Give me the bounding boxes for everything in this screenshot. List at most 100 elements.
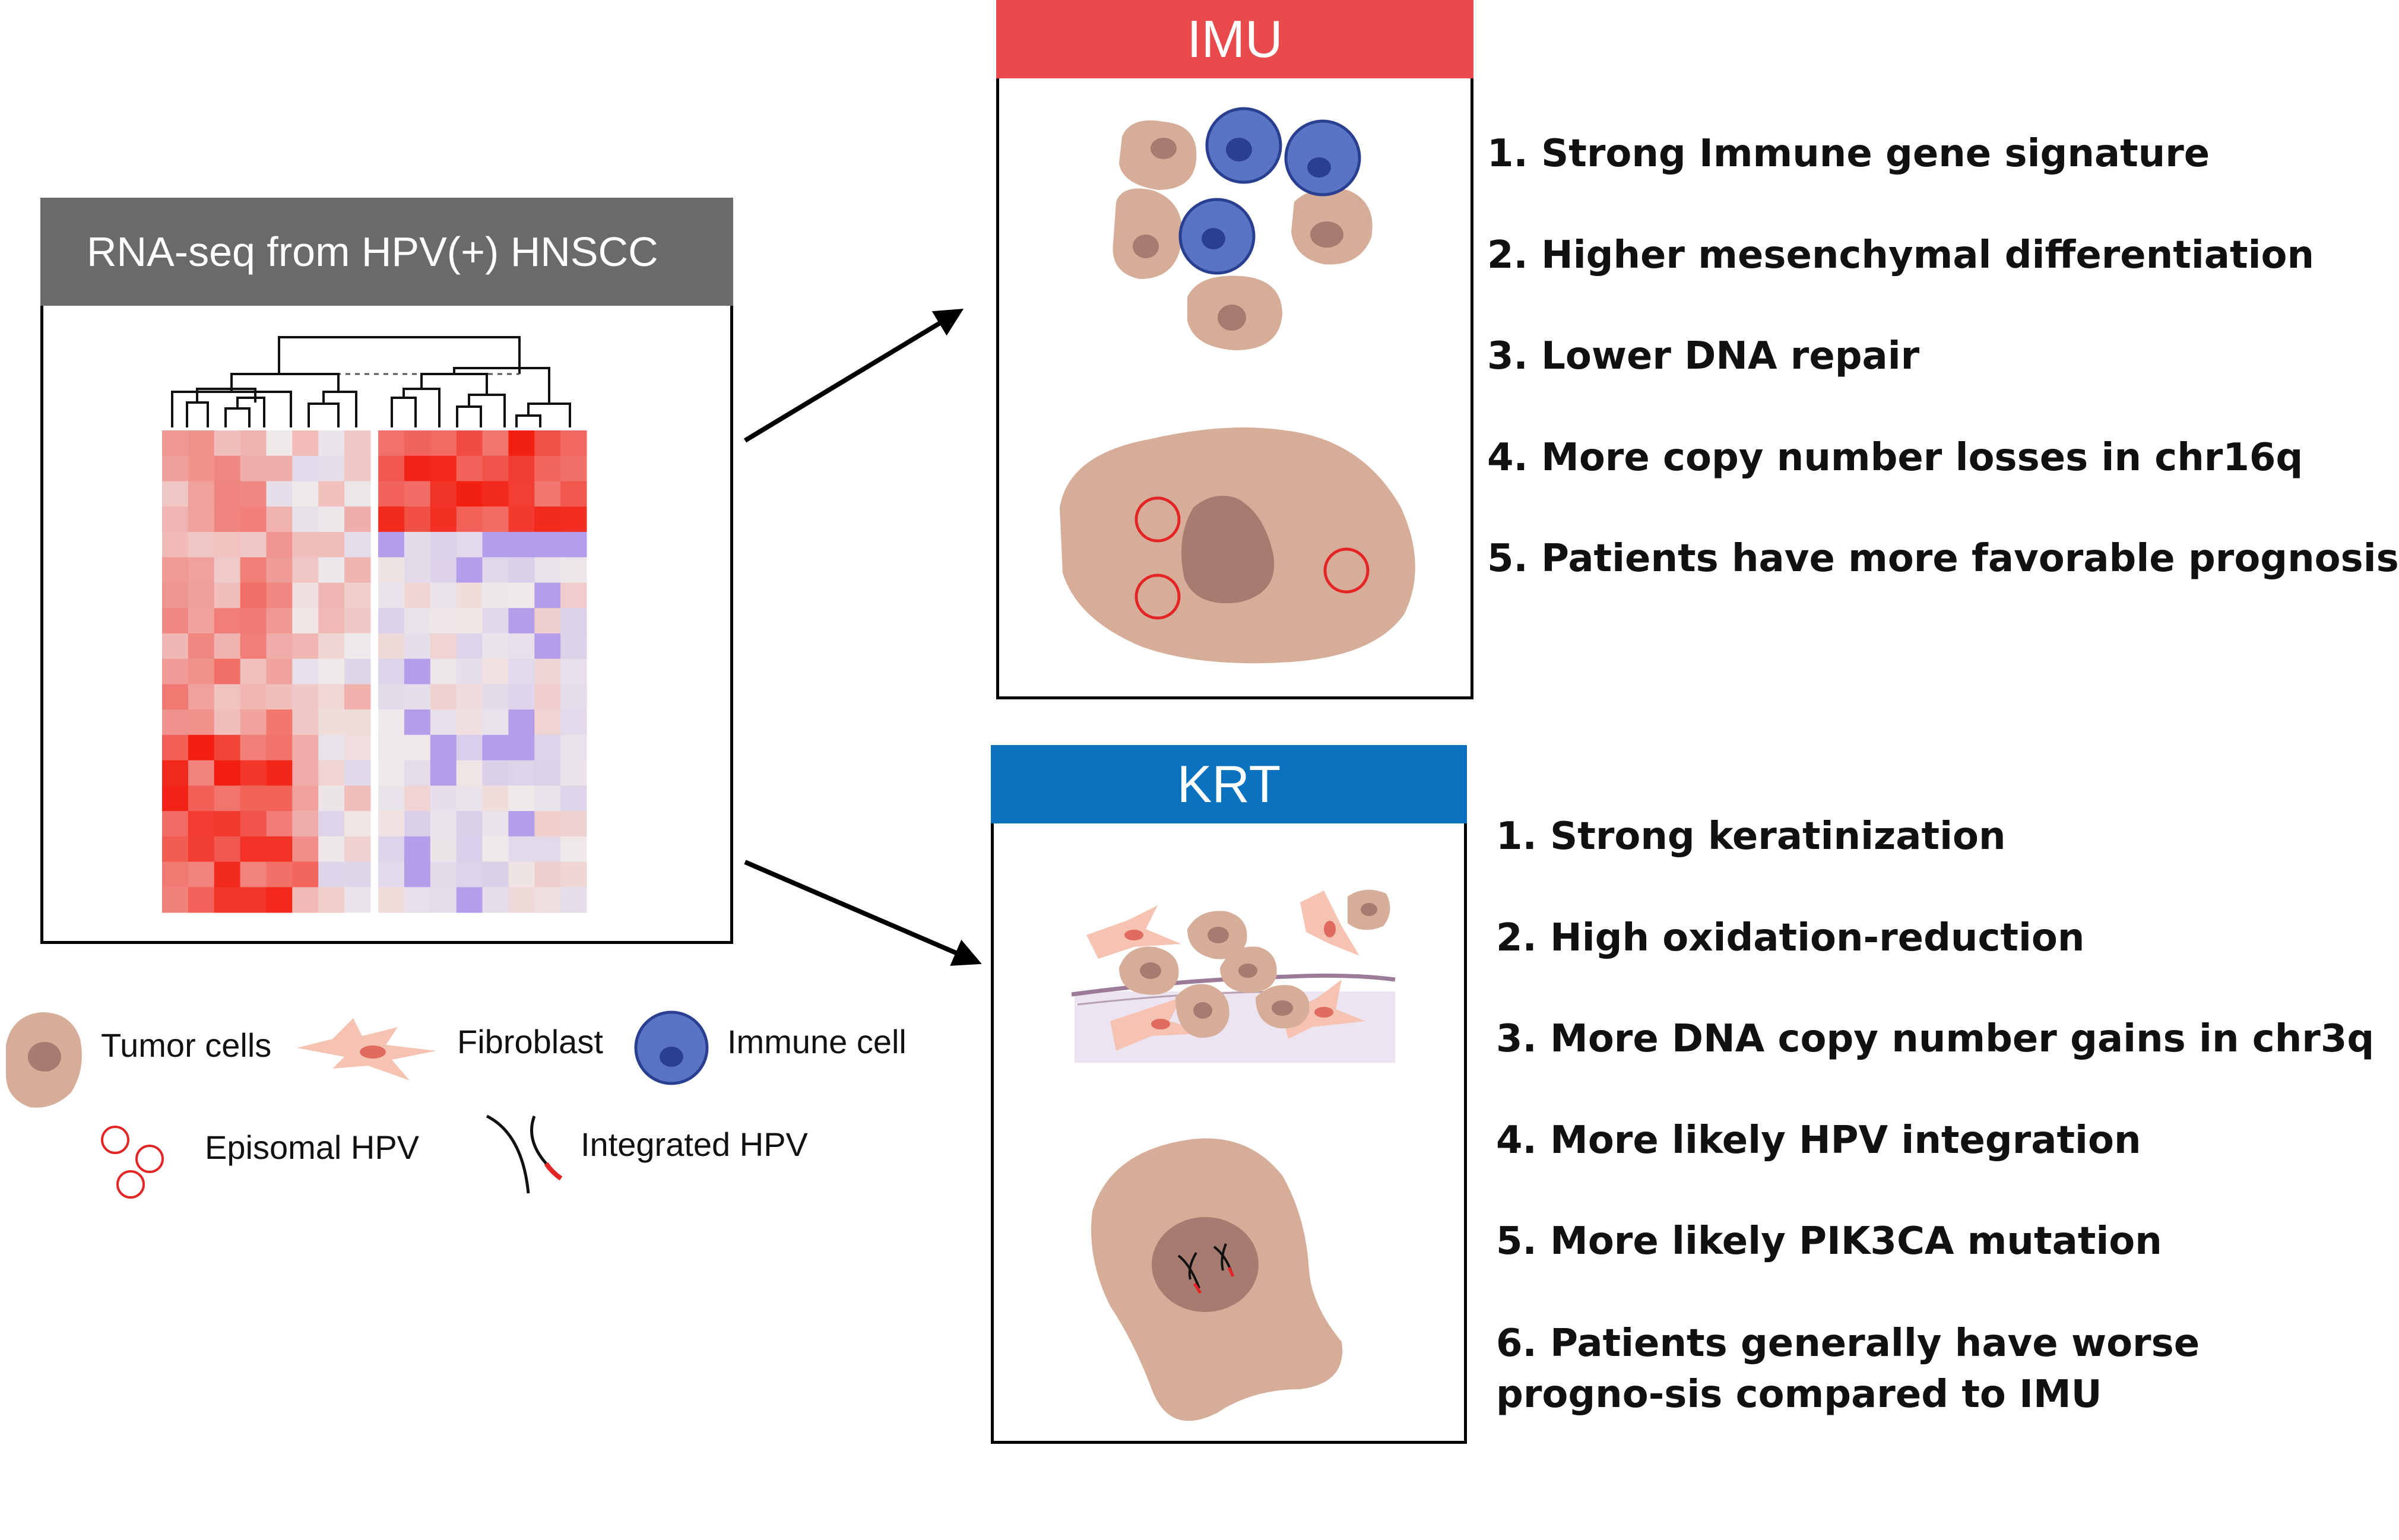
heatmap-cell	[240, 481, 267, 507]
heatmap-cell	[240, 658, 267, 685]
heatmap-cell	[214, 582, 241, 609]
heatmap-cell	[162, 836, 189, 862]
immune-nucleus	[1202, 228, 1225, 249]
imu-feature-1: 1. Strong Immune gene signature	[1487, 132, 2210, 176]
heatmap-cell	[318, 582, 345, 609]
fibroblast-nucleus	[1324, 921, 1336, 937]
heatmap-cell	[534, 785, 561, 812]
heatmap-cell	[534, 836, 561, 862]
heatmap-cell	[240, 734, 267, 761]
heatmap-cell	[240, 557, 267, 583]
heatmap-cell	[482, 836, 509, 862]
heatmap-cell	[240, 709, 267, 736]
heatmap-cell	[292, 684, 319, 710]
heatmap-cell	[534, 455, 561, 481]
heatmap-cell	[188, 836, 215, 862]
heatmap-cell	[266, 811, 293, 837]
heatmap-cell	[430, 608, 457, 634]
heatmap-cell	[404, 481, 431, 507]
integrated-hpv-legend-icon	[486, 1114, 563, 1194]
heatmap-cell	[344, 836, 371, 862]
heatmap-cell	[560, 887, 587, 913]
heatmap-cell	[344, 455, 371, 481]
heatmap-cell	[378, 633, 405, 660]
heatmap-cell	[404, 734, 431, 761]
heatmap-cell	[482, 557, 509, 583]
heatmap-cell	[482, 684, 509, 710]
heatmap-cell	[560, 734, 587, 761]
heatmap-cell	[344, 887, 371, 913]
heatmap-cell	[560, 557, 587, 583]
heatmap-cell	[266, 861, 293, 888]
heatmap-cell	[534, 557, 561, 583]
heatmap-cell	[188, 582, 215, 609]
heatmap-cell	[404, 455, 431, 481]
heatmap-cell	[378, 836, 405, 862]
krt-tumor-cell-integrated	[1091, 1138, 1343, 1421]
heatmap-cell	[378, 734, 405, 761]
heatmap-cell	[214, 760, 241, 786]
heatmap-cell	[292, 506, 319, 533]
heatmap-cell	[456, 506, 483, 533]
heatmap-cell	[344, 481, 371, 507]
heatmap-cell	[534, 582, 561, 609]
episomal-hpv-legend-icon	[101, 1126, 164, 1199]
heatmap-cell	[508, 734, 535, 761]
heatmap-cell	[240, 430, 267, 457]
heatmap-cell	[560, 760, 587, 786]
heatmap-cell	[240, 582, 267, 609]
heatmap-cell	[508, 455, 535, 481]
heatmap-cell	[378, 430, 405, 457]
heatmap-cell	[240, 861, 267, 888]
heatmap-cell	[240, 506, 267, 533]
heatmap-cell	[430, 531, 457, 558]
tumor-cell-legend-label: Tumor cells	[101, 1026, 272, 1064]
krt-keratinized-tissue	[1071, 889, 1396, 1063]
heatmap-cell	[560, 836, 587, 862]
heatmap-cell	[456, 811, 483, 837]
heatmap-cell	[378, 684, 405, 710]
heatmap-cell	[318, 734, 345, 761]
heatmap-cell	[534, 481, 561, 507]
heatmap-cell	[430, 811, 457, 837]
heatmap-cell	[534, 633, 561, 660]
heatmap-cell	[378, 557, 405, 583]
heatmap-cell	[292, 582, 319, 609]
immune-nucleus	[1226, 138, 1252, 161]
heatmap-cell	[378, 481, 405, 507]
heatmap-cell	[508, 430, 535, 457]
heatmap-cell	[508, 709, 535, 736]
heatmap-cell	[344, 557, 371, 583]
heatmap-cell	[482, 709, 509, 736]
heatmap-cell	[214, 481, 241, 507]
heatmap-cell	[404, 506, 431, 533]
heatmap-cell	[188, 734, 215, 761]
heatmap-cell	[534, 861, 561, 888]
immune-cell-legend-icon	[634, 1010, 709, 1085]
heatmap-cell	[318, 836, 345, 862]
heatmap-cell	[560, 531, 587, 558]
heatmap-cell	[318, 811, 345, 837]
heatmap-cell	[560, 608, 587, 634]
heatmap-cell	[318, 455, 345, 481]
heatmap-cell	[456, 861, 483, 888]
heatmap-cell	[266, 836, 293, 862]
heatmap-cell	[534, 709, 561, 736]
heatmap-cell	[456, 481, 483, 507]
heatmap-cell	[456, 734, 483, 761]
heatmap-cell	[482, 531, 509, 558]
heatmap-cell	[456, 658, 483, 685]
heatmap-cell	[404, 658, 431, 685]
heatmap-cell	[214, 633, 241, 660]
heatmap-cell	[404, 709, 431, 736]
heatmap-cell	[162, 531, 189, 558]
tumor-nucleus	[1238, 964, 1257, 978]
heatmap-cell	[318, 481, 345, 507]
heatmap-cell	[318, 785, 345, 812]
fibroblast-legend-label: Fibroblast	[457, 1023, 603, 1060]
heatmap-cell	[378, 861, 405, 888]
heatmap-cell	[292, 734, 319, 761]
heatmap-cell	[162, 709, 189, 736]
heatmap-cell	[162, 760, 189, 786]
heatmap-cell	[456, 684, 483, 710]
